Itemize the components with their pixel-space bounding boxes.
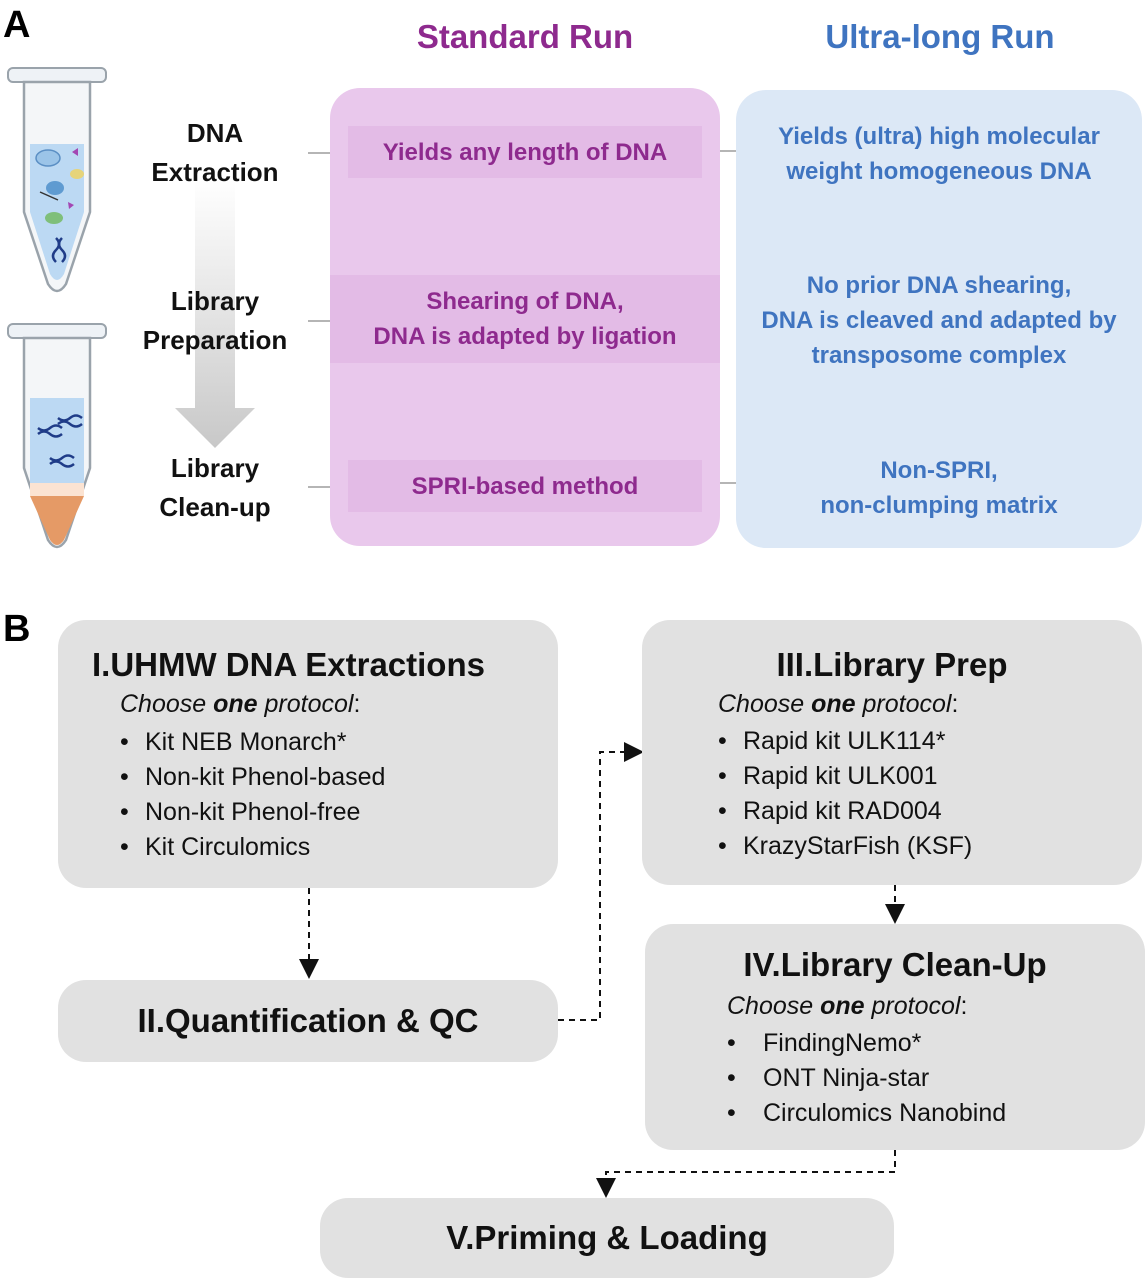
choose-one-protocol: Choose one protocol: [718, 690, 959, 718]
ultra-long-run-heading: Ultra-long Run [825, 18, 1055, 55]
list-item: •Non-kit Phenol-free [120, 798, 361, 826]
list-item: •KrazyStarFish (KSF) [718, 832, 973, 860]
extraction-protocol-list: •Kit NEB Monarch* •Non-kit Phenol-based … [120, 725, 385, 865]
ultra-long-cleanup-text: Non-SPRI,non-clumping matrix [820, 457, 1058, 519]
list-item: •Rapid kit ULK114* [718, 727, 946, 755]
list-item: •Kit Circulomics [120, 833, 311, 861]
list-item: •ONT Ninja-star [727, 1064, 930, 1092]
ultra-long-run-box [736, 90, 1142, 548]
choose-one-protocol: Choose one protocol: [120, 690, 361, 718]
list-item: •Non-kit Phenol-based [120, 763, 386, 791]
microcentrifuge-tube-library-icon [7, 323, 107, 549]
standard-extraction-text: Yields any length of DNA [382, 138, 668, 166]
standard-row-highlight [348, 460, 702, 512]
list-item: •FindingNemo* [727, 1029, 922, 1057]
standard-run-heading: Standard Run [416, 18, 634, 55]
connector-line [308, 486, 348, 488]
library-prep-box: III.Library Prep Choose one protocol: •R… [642, 620, 1142, 885]
standard-cleanup-text: SPRI-based method [411, 472, 639, 500]
priming-loading-box: V.Priming & Loading [320, 1198, 894, 1278]
list-item: •Circulomics Nanobind [727, 1099, 1007, 1127]
panel-b-label: B [3, 608, 31, 650]
microcentrifuge-tube-lysate-icon [7, 67, 107, 293]
library-prep-box-title: III.Library Prep [776, 646, 1008, 683]
choose-one-protocol: Choose one protocol: [727, 992, 968, 1020]
connector-line [702, 482, 738, 484]
down-arrow-icon [175, 180, 255, 448]
panel-a-label: A [3, 4, 31, 46]
extraction-box-title: I.UHMW DNA Extractions [92, 646, 485, 683]
quantification-box: II.Quantification & QC [58, 980, 558, 1062]
list-item: •Kit NEB Monarch* [120, 728, 347, 756]
connector-line [308, 152, 348, 154]
connector-line [308, 320, 348, 322]
standard-row-highlight [348, 126, 702, 178]
ultra-long-library-prep-text: No prior DNA shearing,DNA is cleaved and… [761, 271, 1117, 369]
library-cleanup-box: IV.Library Clean-Up Choose one protocol:… [645, 924, 1145, 1150]
list-item: •Rapid kit ULK001 [718, 762, 938, 790]
library-cleanup-box-title: IV.Library Clean-Up [743, 946, 1047, 983]
extraction-box: I.UHMW DNA Extractions Choose one protoc… [58, 620, 558, 888]
connector-line [702, 150, 738, 152]
standard-library-prep-text: Shearing of DNA,DNA is adapted by ligati… [373, 288, 677, 350]
standard-row-highlight [330, 275, 720, 363]
list-item: •Rapid kit RAD004 [718, 797, 942, 825]
library-cleanup-protocol-list: •FindingNemo* •ONT Ninja-star •Circulomi… [727, 1026, 1006, 1131]
library-prep-protocol-list: •Rapid kit ULK114* •Rapid kit ULK001 •Ra… [718, 724, 972, 864]
